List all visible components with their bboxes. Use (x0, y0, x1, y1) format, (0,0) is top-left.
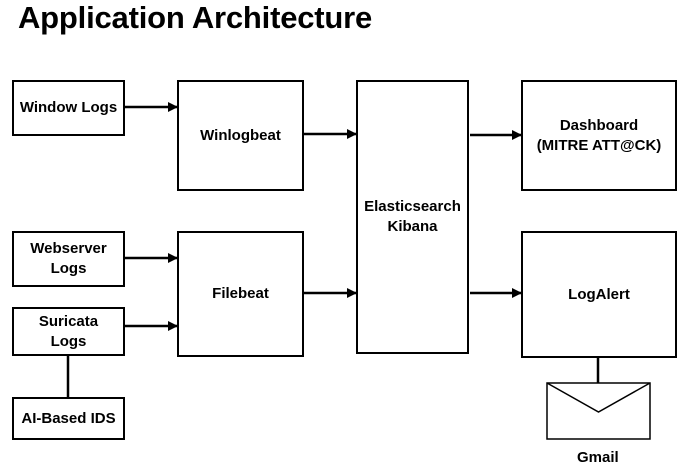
logalert-box: LogAlert (521, 231, 677, 358)
suricata-logs-label: Suricata Logs (38, 312, 99, 350)
elasticsearch-kibana-label: Elasticsearch Kibana (364, 198, 461, 235)
ai-ids-box: AI-Based IDS (12, 397, 125, 440)
envelope-icon (546, 382, 651, 440)
suricata-logs-box: Suricata Logs (12, 307, 125, 356)
logalert-label: LogAlert (568, 285, 630, 303)
winlogbeat-label: Winlogbeat (200, 126, 281, 144)
gmail-label: Gmail (577, 449, 619, 465)
window-logs-label: Window Logs (19, 99, 118, 116)
diagram-title: Application Architecture (18, 0, 373, 35)
ai-ids-label: AI-Based IDS (21, 409, 116, 427)
winlogbeat-box: Winlogbeat (177, 80, 304, 191)
window-logs-box: Window Logs (12, 80, 125, 136)
webserver-logs-box: Webserver Logs (12, 231, 125, 287)
filebeat-label: Filebeat (212, 285, 269, 302)
dashboard-label: Dashboard (MITRE ATT@CK) (536, 116, 662, 154)
webserver-logs-label: Webserver Logs (30, 240, 107, 277)
elasticsearch-kibana-box: Elasticsearch Kibana (356, 80, 469, 354)
filebeat-box: Filebeat (177, 231, 304, 357)
dashboard-box: Dashboard (MITRE ATT@CK) (521, 80, 677, 191)
